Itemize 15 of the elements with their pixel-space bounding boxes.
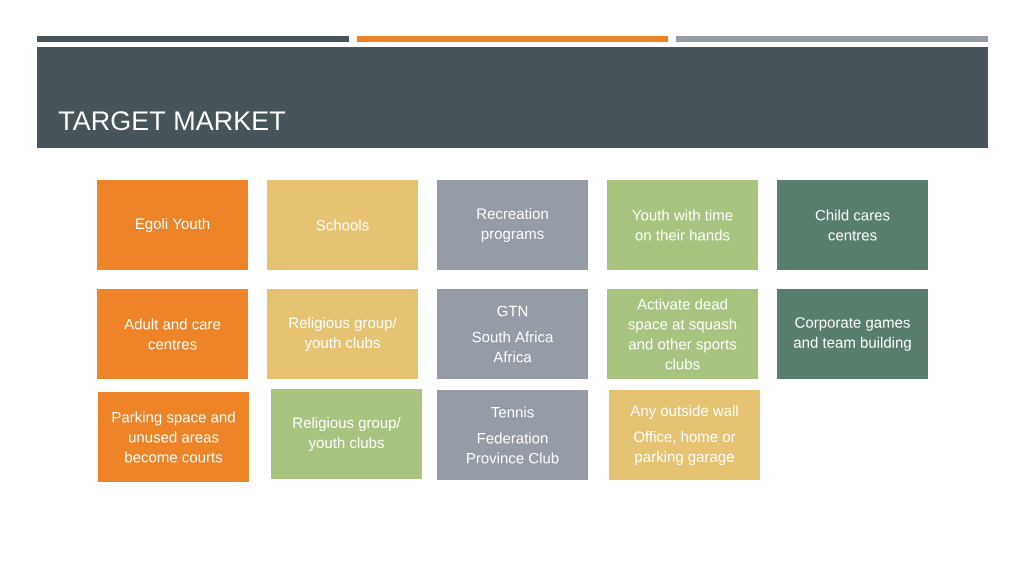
market-tile: Adult and care centres <box>97 289 248 379</box>
market-tile: Any outside wall Office, home or parking garage <box>609 390 760 480</box>
market-tile: Child cares centres <box>777 180 928 270</box>
market-tile: GTN South Africa Africa <box>437 289 588 379</box>
slide-title: TARGET MARKET <box>58 111 286 131</box>
market-tile: Youth with time on their hands <box>607 180 758 270</box>
market-tile: Religious group/ youth clubs <box>271 389 422 479</box>
market-tile: Tennis Federation Province Club <box>437 390 588 480</box>
market-tile: Schools <box>267 180 418 270</box>
market-tile: Recreation programs <box>437 180 588 270</box>
market-tile: Religious group/ youth clubs <box>267 289 418 379</box>
market-tile: Activate dead space at squash and other sports clubs <box>607 289 758 379</box>
market-tile: Corporate games and team building <box>777 289 928 379</box>
market-tile: Parking space and unused areas become courts <box>98 392 249 482</box>
market-tile: Egoli Youth <box>97 180 248 270</box>
